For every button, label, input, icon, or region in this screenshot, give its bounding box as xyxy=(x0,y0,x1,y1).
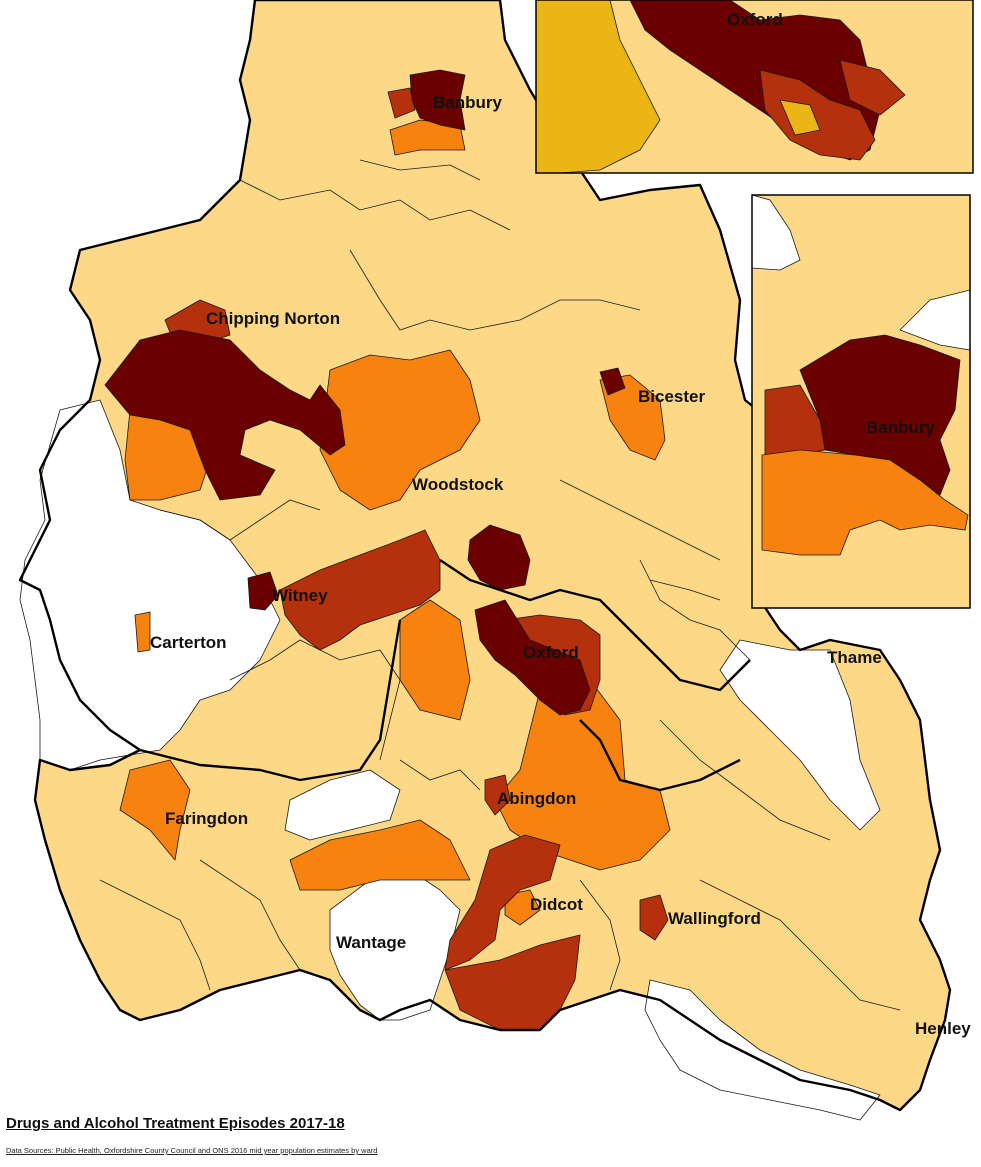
town-labels: Banbury Chipping Norton Bicester Woodsto… xyxy=(150,10,971,1038)
ward-veryhigh-bicester xyxy=(599,367,626,396)
ward-veryhigh-banbury xyxy=(409,69,466,131)
ward-medium-1 xyxy=(319,349,481,511)
label-wallingford: Wallingford xyxy=(668,909,761,928)
label-witney: Witney xyxy=(272,586,328,605)
ward-none-vale xyxy=(284,769,401,841)
oxford-inset-mid xyxy=(779,99,821,136)
label-inset-banbury: Banbury xyxy=(866,418,936,437)
label-abingdon: Abingdon xyxy=(497,789,576,808)
banbury-inset-medium xyxy=(761,449,969,556)
ward-medium-9 xyxy=(134,611,151,653)
data-source-note: Data Sources: Public Health, Oxfordshire… xyxy=(6,1146,378,1155)
ward-medium-10 xyxy=(504,889,541,926)
label-faringdon: Faringdon xyxy=(165,809,248,828)
label-oxford: Oxford xyxy=(523,643,579,662)
label-chipping-norton: Chipping Norton xyxy=(206,309,340,328)
label-wantage: Wantage xyxy=(336,933,406,952)
ward-medium-7 xyxy=(599,374,666,461)
ward-high-banbury xyxy=(387,87,416,119)
label-woodstock: Woodstock xyxy=(412,475,504,494)
ward-veryhigh-oxford xyxy=(474,599,591,716)
label-inset-oxford: Oxford xyxy=(727,10,783,29)
label-didcot: Didcot xyxy=(530,895,583,914)
ward-veryhigh-witney xyxy=(247,571,279,611)
label-bicester: Bicester xyxy=(638,387,705,406)
ward-veryhigh-woodstock xyxy=(467,524,531,591)
ward-high-witney xyxy=(279,529,441,651)
ward-medium-5 xyxy=(289,819,471,891)
ward-veryhigh-chipping xyxy=(104,329,346,501)
banbury-inset xyxy=(751,194,971,609)
label-carterton: Carterton xyxy=(150,633,227,652)
ward-medium-6 xyxy=(119,759,191,861)
ward-high-south xyxy=(444,934,581,1031)
ward-high-wallingford xyxy=(639,894,669,941)
map-title: Drugs and Alcohol Treatment Episodes 201… xyxy=(6,1115,345,1132)
label-thame: Thame xyxy=(827,648,882,667)
ward-borders xyxy=(99,159,901,1011)
ward-medium-8 xyxy=(389,119,466,156)
ward-high-didcot xyxy=(444,834,561,971)
ward-none-east xyxy=(719,639,881,831)
ward-medium-4 xyxy=(494,679,671,871)
oxford-inset xyxy=(535,0,974,174)
label-henley: Henley xyxy=(915,1019,971,1038)
label-banbury: Banbury xyxy=(433,93,503,112)
oxford-inset-east xyxy=(839,59,906,116)
ward-medium-3 xyxy=(399,599,471,721)
oxford-inset-high xyxy=(759,69,876,161)
ward-high-abingdon xyxy=(484,774,511,816)
